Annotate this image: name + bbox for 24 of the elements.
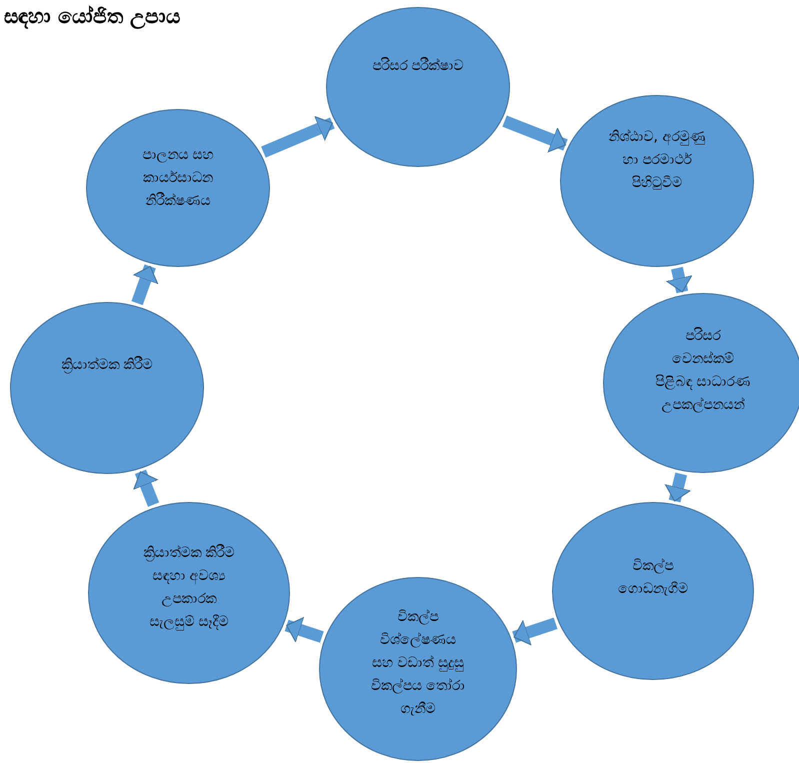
step-ellipse	[88, 502, 290, 684]
step-ellipse	[319, 577, 517, 761]
block-arrow	[512, 618, 558, 646]
block-arrow	[261, 116, 335, 158]
step-ellipse	[560, 95, 754, 267]
step-label: පරිසර පරීක්ෂාව	[372, 56, 464, 76]
step-ellipse	[326, 7, 510, 167]
block-arrow	[133, 470, 160, 507]
step-label: විකල්ප ගොඩනැගීම	[617, 557, 689, 600]
step-label: ක්‍රියාත්මක කිරීම	[60, 355, 154, 376]
step-ellipse	[86, 109, 270, 267]
step-ellipse	[10, 302, 204, 474]
step-ellipse	[552, 502, 754, 680]
step-label: පරිසර වෙනස්කම් පිළිබඳ සාධාරණ උපකල්පනයන්	[654, 326, 752, 416]
block-arrow	[502, 116, 568, 152]
block-arrow	[131, 264, 158, 306]
step-label: විකල්ප විශ්ලේෂණය සහ වඩාත් සුදුසු විකල්පය තෝරා ගැනීම	[370, 608, 466, 720]
step-label: ක්‍රියාත්මක කිරීම සඳහා අවශ්‍ය උපකාරක සැලසුම් සෑදීම	[142, 543, 236, 632]
step-label: නිශ්ඨාව, අරමුණු හා පරමාර්ථ පිහිටුවීම	[608, 128, 706, 193]
block-arrow	[666, 266, 692, 294]
step-label: පාලනය සහ කාර්යසාධන නිරීක්ෂණය	[141, 146, 215, 211]
title: සඳහා යෝජිත උපාය	[4, 3, 180, 30]
block-arrow	[664, 472, 692, 502]
block-arrow	[284, 616, 324, 643]
